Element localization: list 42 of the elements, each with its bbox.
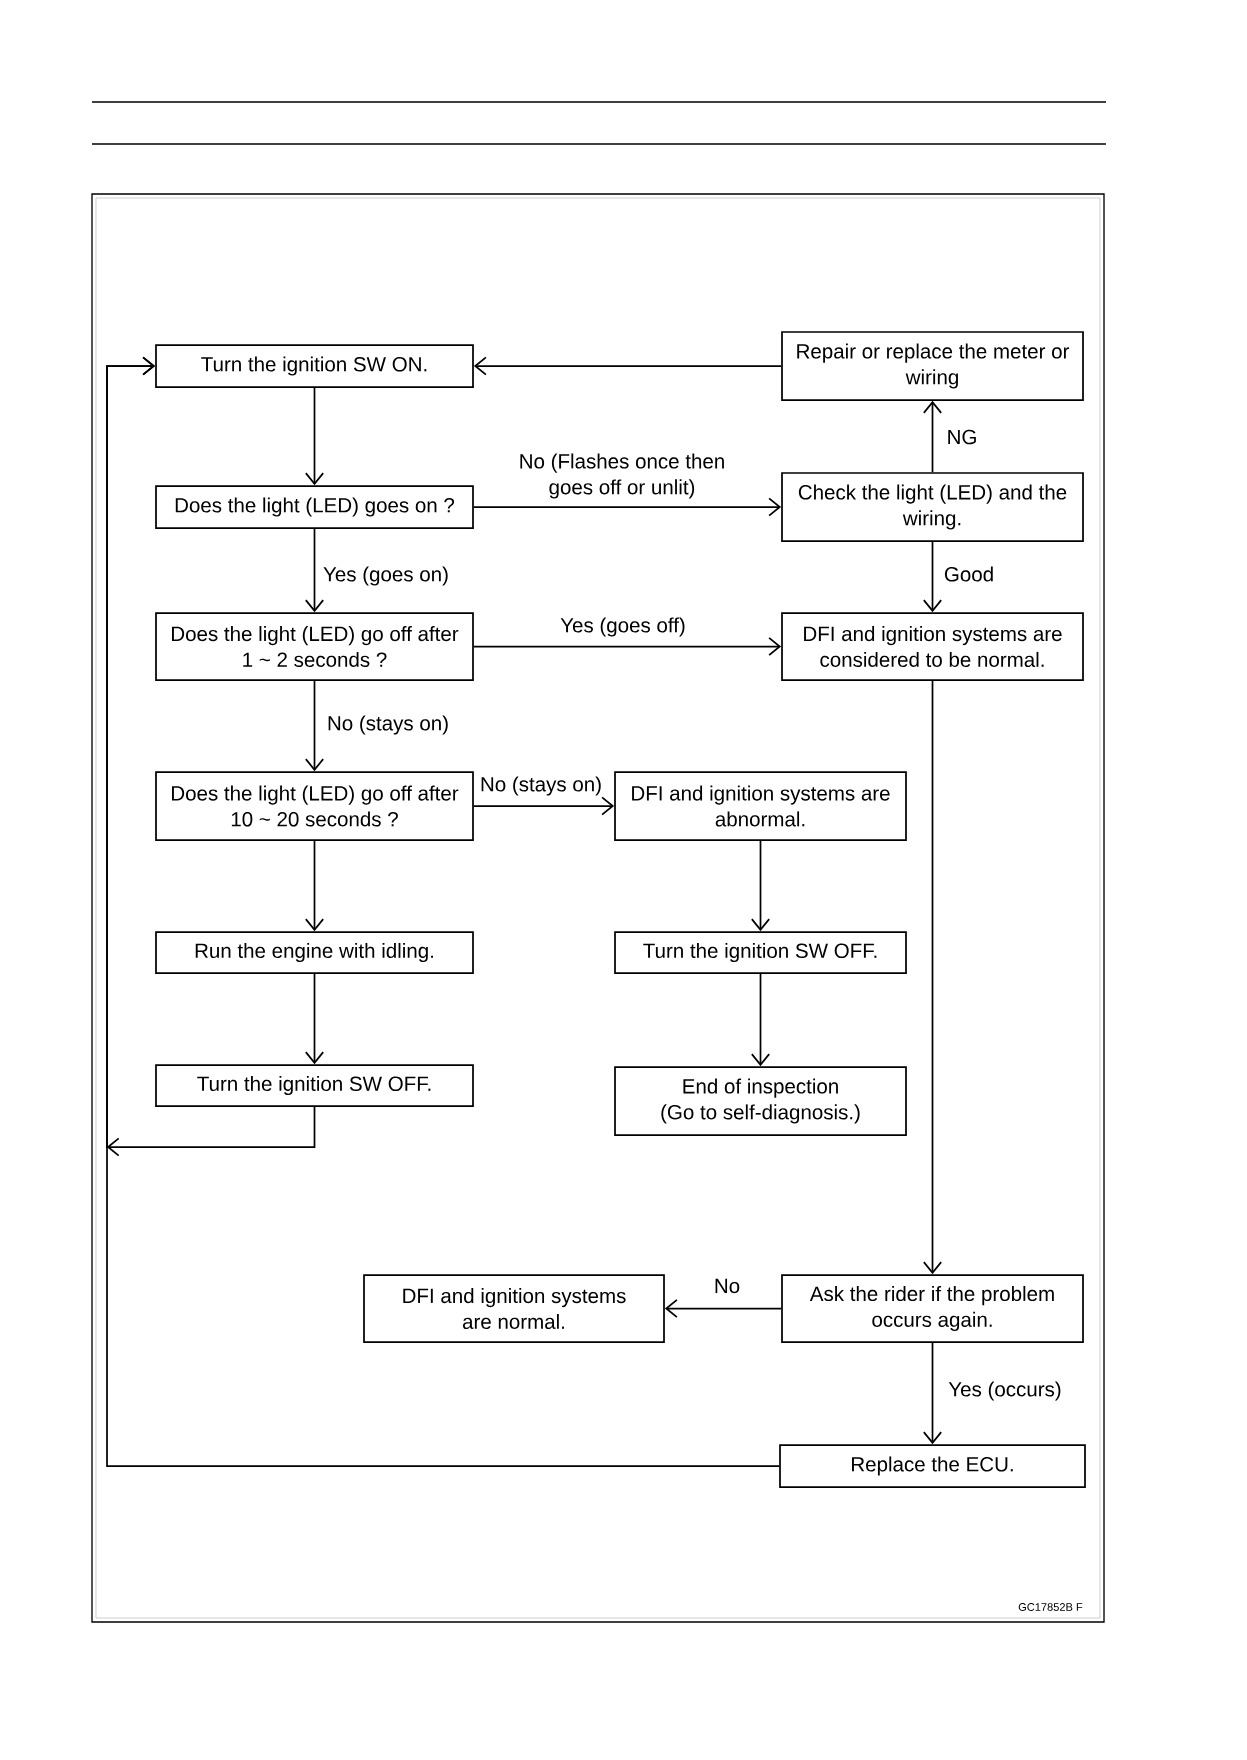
arrow xyxy=(473,796,615,816)
arrow xyxy=(750,840,771,932)
edge-label: NG xyxy=(948,429,976,445)
edge-label: Yes (goes off) xyxy=(560,617,685,637)
arrow xyxy=(473,637,782,657)
process-box: Does the light (LED) go off after 10 ~ 20 seconds ? xyxy=(155,771,474,841)
edge-label: No (Flashes once then goes off or unlit) xyxy=(520,453,724,499)
arrow xyxy=(473,356,782,376)
edge-label: No (stays on) xyxy=(481,776,601,796)
process-box: Does the light (LED) goes on ? xyxy=(155,485,474,529)
arrow xyxy=(304,387,325,486)
arrow xyxy=(304,973,325,1065)
figure-code: GC17852B F xyxy=(1018,1603,1083,1611)
process-box: DFI and ignition systems are normal. xyxy=(363,1274,665,1343)
process-box: DFI and ignition systems are abnormal. xyxy=(614,771,907,841)
edge-label: Yes (goes on) xyxy=(323,566,448,586)
arrow xyxy=(750,973,771,1067)
process-box: Run the engine with idling. xyxy=(155,931,474,974)
process-box: End of inspection (Go to self-diagnosis.) xyxy=(614,1066,907,1136)
arrow xyxy=(106,356,780,1467)
process-box: DFI and ignition systems are considered to be normal. xyxy=(781,612,1084,681)
process-box: Ask the rider if the problem occurs again. xyxy=(781,1274,1084,1343)
arrow xyxy=(304,528,325,613)
edge-label: Yes (occurs) xyxy=(948,1381,1061,1401)
edge-label: No xyxy=(715,1278,740,1294)
arrow xyxy=(922,541,943,613)
arrow xyxy=(922,400,943,473)
process-box: Does the light (LED) go off after 1 ~ 2 seconds ? xyxy=(155,612,474,681)
arrow xyxy=(473,497,782,517)
process-box: Turn the ignition SW OFF. xyxy=(614,931,907,974)
edge-label: No (stays on) xyxy=(328,715,448,735)
process-box: Repair or replace the meter or wiring xyxy=(781,331,1084,401)
process-box: Replace the ECU. xyxy=(779,1444,1086,1488)
process-box: Turn the ignition SW ON. xyxy=(155,344,474,388)
arrow xyxy=(922,1342,943,1445)
arrow xyxy=(304,840,325,932)
process-box: Check the light (LED) and the wiring. xyxy=(781,472,1084,542)
process-box: Turn the ignition SW OFF. xyxy=(155,1064,474,1107)
arrow xyxy=(304,680,325,772)
arrow xyxy=(664,1299,782,1319)
arrow xyxy=(922,680,943,1275)
edge-label: Good xyxy=(944,566,993,582)
